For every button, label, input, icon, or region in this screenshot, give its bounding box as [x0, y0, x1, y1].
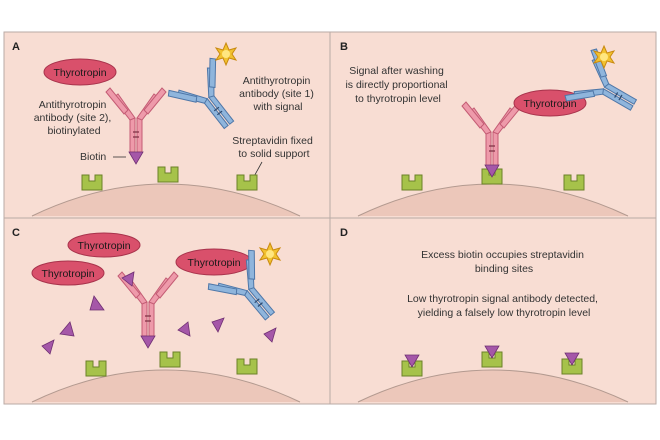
excess-biotin-caption: Excess biotin occupies streptavidin bind… [421, 249, 587, 275]
thyrotropin-label: Thyrotropin [41, 268, 94, 280]
panel-label-d: D [340, 227, 348, 239]
panel-label-b: B [340, 41, 348, 53]
thyrotropin-pill: Thyrotropin [31, 260, 105, 286]
thyrotropin-pill: Thyrotropin [175, 248, 253, 276]
free-biotin [177, 321, 191, 337]
thyrotropin-pill: Thyrotropin [513, 89, 587, 117]
thyrotropin-pill: Thyrotropin [67, 232, 141, 258]
signal-caption: Signal after washing is directly proport… [345, 65, 450, 105]
free-biotin [89, 295, 105, 311]
solid-support-c [31, 369, 301, 403]
thyrotropin-label: Thyrotropin [187, 257, 240, 269]
solid-support-d [357, 369, 629, 403]
free-biotin [121, 271, 135, 287]
free-biotin [263, 327, 277, 343]
thyrotropin-label: Thyrotropin [77, 240, 130, 252]
low-signal-caption: Low thyrotropin signal antibody detected… [407, 293, 601, 319]
free-biotin [41, 339, 55, 355]
antibody-site2-caption: Antithyrotropin antibody (site 2), bioti… [34, 99, 115, 137]
streptavidin-caption: Streptavidin fixed to solid support [232, 135, 315, 160]
free-biotin [211, 317, 225, 333]
thyrotropin-label: Thyrotropin [53, 67, 106, 79]
free-biotin [59, 321, 75, 337]
panel-label-a: A [12, 41, 20, 53]
solid-support-a [31, 183, 301, 217]
thyrotropin-label: Thyrotropin [523, 98, 576, 110]
thyrotropin-pill: Thyrotropin [43, 58, 117, 86]
antibody-site1-caption: Antithyrotropin antibody (site 1) with s… [239, 75, 317, 113]
biotin-caption: Biotin [80, 151, 106, 163]
panel-label-c: C [12, 227, 20, 239]
